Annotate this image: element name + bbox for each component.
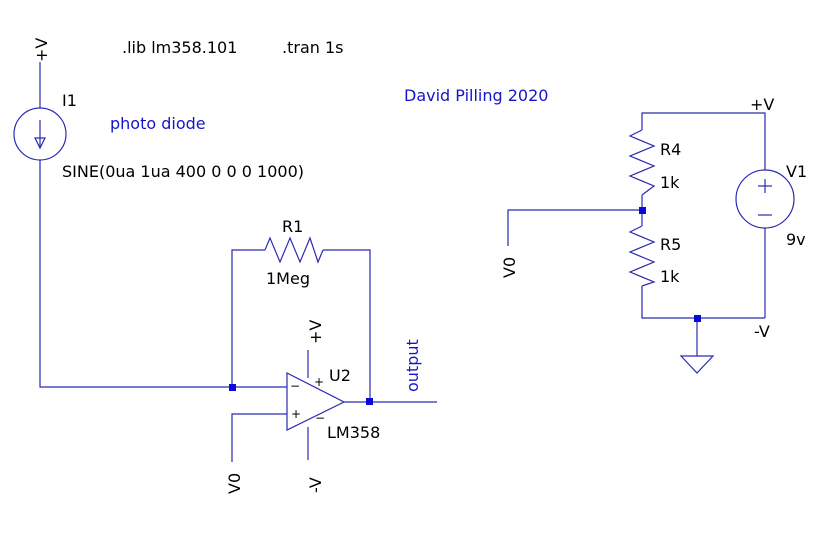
net-label-pos-v-i1: +V [32, 38, 51, 62]
r5-name: R5 [660, 235, 681, 254]
lib-directive: .lib lm358.101 [122, 38, 237, 57]
r4-name: R4 [660, 140, 681, 159]
opamp-plus-mark: + [291, 407, 301, 421]
opamp-minus-mark: − [290, 379, 300, 393]
net-label-neg-v-opamp: -V [306, 477, 325, 493]
r5-value: 1k [660, 267, 680, 286]
net-label-pos-v-opamp: +V [306, 320, 325, 344]
opamp-vcc-mark: + [314, 375, 324, 389]
voltage-source-v1 [735, 169, 795, 229]
photo-diode-comment: photo diode [110, 114, 206, 133]
tran-directive: .tran 1s [282, 38, 343, 57]
u2-name: U2 [329, 366, 351, 385]
junction-dots [229, 207, 701, 405]
net-label-pos-v-divider: +V [750, 95, 774, 114]
author-label: David Pilling 2020 [404, 86, 548, 105]
i1-name: I1 [62, 91, 77, 110]
r1-value: 1Meg [266, 269, 310, 288]
i1-value: SINE(0ua 1ua 400 0 0 0 1000) [62, 162, 304, 181]
r1-name: R1 [282, 217, 303, 236]
net-label-v0-divider: V0 [500, 257, 519, 278]
opamp-vee-mark: − [315, 411, 325, 425]
resistor-r1 [264, 236, 324, 264]
resistor-r5 [628, 225, 656, 287]
net-label-neg-v-divider: -V [754, 322, 770, 341]
current-source-i1 [13, 107, 67, 161]
wires [39, 62, 766, 462]
v1-value: 9v [786, 230, 806, 249]
ground-icon [679, 355, 715, 374]
u2-value: LM358 [327, 423, 380, 442]
v1-name: V1 [786, 162, 807, 181]
net-label-v0-opamp: V0 [225, 473, 244, 494]
net-label-output: output [403, 339, 422, 392]
r4-value: 1k [660, 173, 680, 192]
opamp-u2 [286, 372, 346, 431]
resistor-r4 [628, 129, 656, 196]
